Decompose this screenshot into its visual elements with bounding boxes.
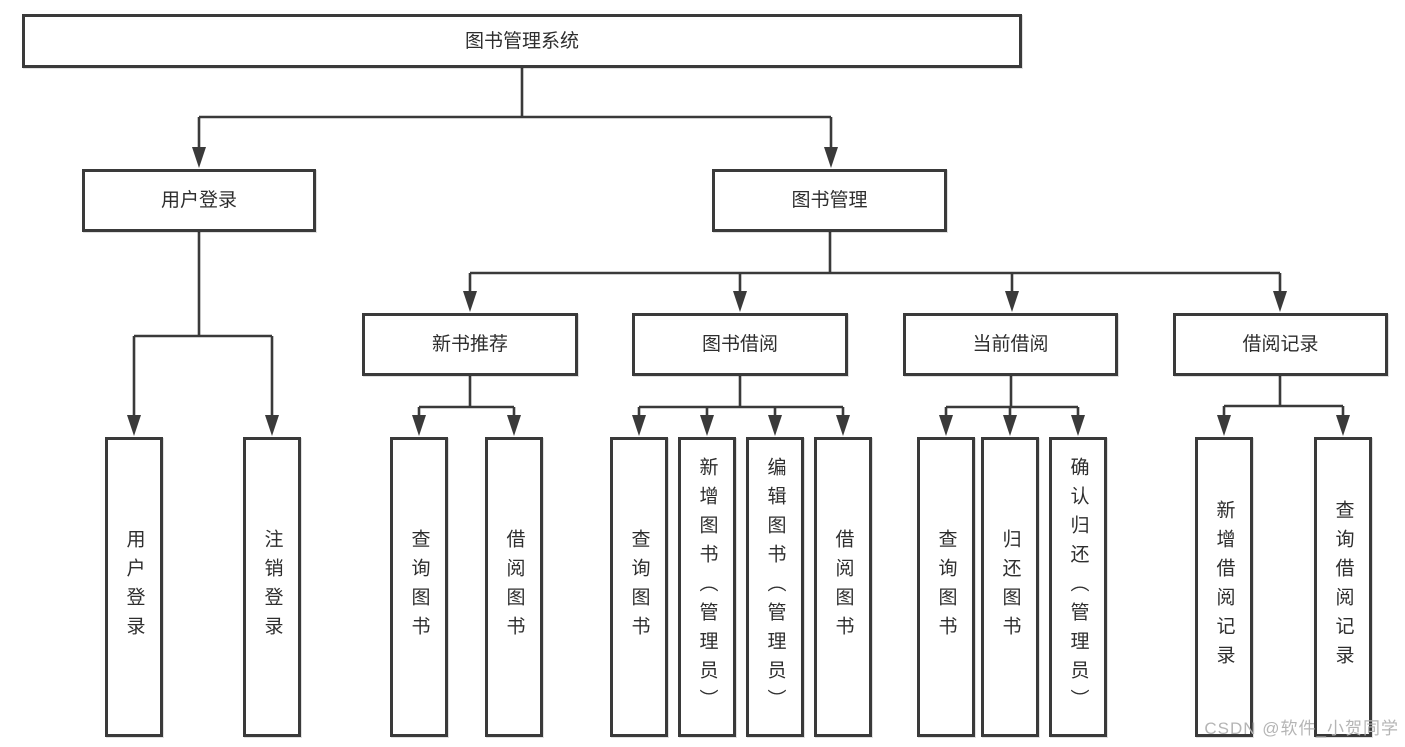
- node-root-library-system: 图书管理系统: [22, 14, 1022, 68]
- leaf-return-books: 归还图书: [981, 437, 1039, 737]
- node-current-borrow: 当前借阅: [903, 313, 1118, 376]
- leaf-label: 用户登录: [123, 529, 145, 645]
- node-new-book-recommend: 新书推荐: [362, 313, 578, 376]
- leaf-label: 注销登录: [261, 529, 283, 645]
- leaf-logout: 注销登录: [243, 437, 301, 737]
- leaf-label: 查询图书: [935, 529, 957, 645]
- node-label: 借阅记录: [1242, 334, 1319, 355]
- leaf-label: 归还图书: [999, 529, 1021, 645]
- leaf-query-borrow-record: 查询借阅记录: [1314, 437, 1372, 737]
- node-book-management: 图书管理: [712, 169, 947, 232]
- leaf-user-login: 用户登录: [105, 437, 163, 737]
- leaf-label: 编辑图书（管理员）: [764, 456, 786, 718]
- leaf-label: 新增借阅记录: [1213, 500, 1235, 674]
- leaf-label: 确认归还（管理员）: [1067, 456, 1089, 718]
- csdn-watermark: CSDN @软件_小贺同学: [1204, 719, 1399, 738]
- leaf-add-books-admin: 新增图书（管理员）: [678, 437, 736, 737]
- node-label: 图书管理系统: [464, 30, 579, 52]
- node-label: 新书推荐: [431, 334, 508, 355]
- node-label: 图书管理: [791, 190, 868, 211]
- leaf-label: 查询图书: [628, 529, 650, 645]
- leaf-edit-books-admin: 编辑图书（管理员）: [746, 437, 804, 737]
- leaf-borrow-books: 借阅图书: [814, 437, 872, 737]
- leaf-label: 借阅图书: [503, 529, 525, 645]
- leaf-label: 新增图书（管理员）: [696, 456, 718, 718]
- leaf-confirm-return-admin: 确认归还（管理员）: [1049, 437, 1107, 737]
- leaf-query-books-recommend: 查询图书: [390, 437, 448, 737]
- node-user-login: 用户登录: [82, 169, 316, 232]
- leaf-borrow-books-recommend: 借阅图书: [485, 437, 543, 737]
- leaf-label: 查询借阅记录: [1332, 500, 1354, 674]
- node-label: 图书借阅: [701, 334, 778, 355]
- node-label: 当前借阅: [972, 334, 1049, 355]
- node-label: 用户登录: [160, 190, 237, 211]
- leaf-query-books-current: 查询图书: [917, 437, 975, 737]
- leaf-label: 查询图书: [408, 529, 430, 645]
- leaf-add-borrow-record: 新增借阅记录: [1195, 437, 1253, 737]
- node-book-borrow: 图书借阅: [632, 313, 848, 376]
- leaf-label: 借阅图书: [832, 529, 854, 645]
- node-borrow-records: 借阅记录: [1173, 313, 1388, 376]
- leaf-query-books-borrow: 查询图书: [610, 437, 668, 737]
